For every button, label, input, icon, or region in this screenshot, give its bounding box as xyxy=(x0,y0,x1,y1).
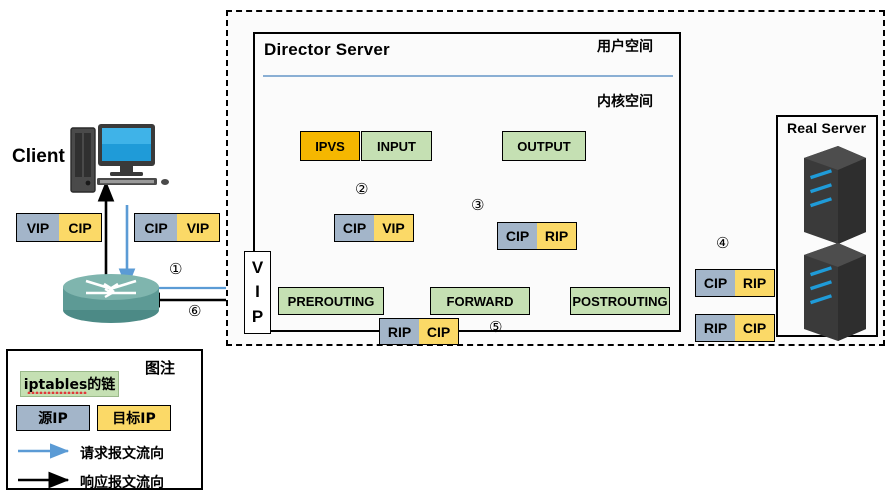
client-keyboard-icon xyxy=(97,178,169,185)
packet-src: CIP xyxy=(498,223,537,249)
packet-src: VIP xyxy=(17,214,59,241)
vip-letter-i: I xyxy=(255,282,260,302)
legend-chain-label: iptables的链 xyxy=(23,377,116,393)
packet-client-response: VIP CIP xyxy=(16,213,102,242)
legend-chain-swatch: iptables的链 xyxy=(20,371,119,397)
client-label: Client xyxy=(12,146,65,167)
packet-dst: RIP xyxy=(537,223,576,249)
packet-src: CIP xyxy=(696,270,735,296)
real-server-title: Real Server xyxy=(787,120,867,136)
step-number-2: ② xyxy=(355,180,369,198)
director-server-title: Director Server xyxy=(264,40,390,59)
step-number-6: ⑥ xyxy=(188,302,202,320)
client-monitor-icon xyxy=(98,124,155,176)
legend-response-flow-label: 响应报文流向 xyxy=(80,475,164,491)
director-server-box xyxy=(253,32,681,332)
kernel-boundary-line xyxy=(263,75,673,77)
packet-src: CIP xyxy=(135,214,177,241)
packet-dst: CIP xyxy=(419,319,458,344)
server-tower-top xyxy=(804,146,866,244)
packet-dst: CIP xyxy=(59,214,101,241)
vip-letter-v: V xyxy=(251,258,264,278)
legend-request-flow-label: 请求报文流向 xyxy=(80,446,164,462)
legend-title: 图注 xyxy=(145,359,176,377)
packet-src: RIP xyxy=(696,315,735,341)
packet-src: RIP xyxy=(380,319,419,344)
spellcheck-squiggle-icon xyxy=(27,390,87,394)
step-number-5: ⑤ xyxy=(489,318,503,336)
server-tower-bottom xyxy=(804,243,866,341)
user-space-label: 用户空间 xyxy=(597,39,653,55)
client-tower-icon xyxy=(70,127,96,193)
legend-dst-ip-swatch: 目标IP xyxy=(97,405,171,431)
input-chain-box: INPUT xyxy=(361,131,432,161)
packet-response-in-director: RIP CIP xyxy=(379,318,459,345)
director-vip-interface: V I P xyxy=(244,251,271,334)
ipvs-box: IPVS xyxy=(300,131,360,161)
packet-after-ipvs: CIP RIP xyxy=(497,222,577,250)
output-chain-box: OUTPUT xyxy=(502,131,586,161)
prerouting-chain-box: PREROUTING xyxy=(278,287,384,315)
postrouting-chain-box: POSTROUTING xyxy=(570,287,670,315)
packet-realserver-out: RIP CIP xyxy=(695,314,775,342)
packet-dst: VIP xyxy=(374,215,413,241)
legend-src-ip-swatch: 源IP xyxy=(16,405,90,431)
packet-dst: VIP xyxy=(177,214,219,241)
packet-realserver-in: CIP RIP xyxy=(695,269,775,297)
packet-dst: CIP xyxy=(735,315,774,341)
packet-after-prerouting: CIP VIP xyxy=(334,214,414,242)
step-number-3: ③ xyxy=(471,196,485,214)
packet-src: CIP xyxy=(335,215,374,241)
vip-letter-p: P xyxy=(251,306,264,326)
step-number-1: ① xyxy=(169,260,183,278)
step-number-4: ④ xyxy=(716,234,730,252)
packet-client-request: CIP VIP xyxy=(134,213,220,242)
packet-dst: RIP xyxy=(735,270,774,296)
kernel-space-label: 内核空间 xyxy=(597,94,653,110)
forward-chain-box: FORWARD xyxy=(430,287,530,315)
